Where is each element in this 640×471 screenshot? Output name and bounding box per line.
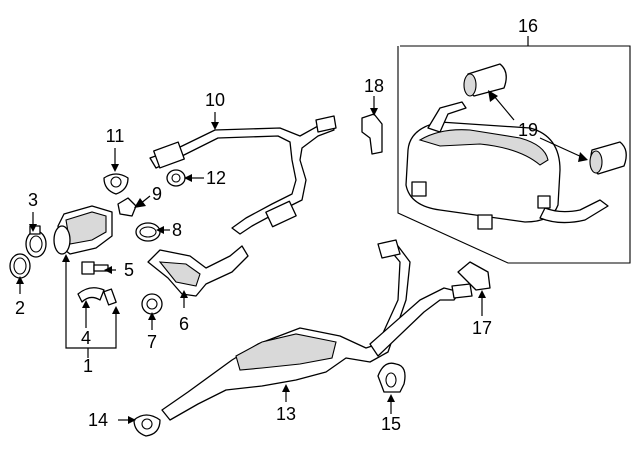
- muffler-hanger-bottom: [477, 214, 493, 230]
- callout-15: 15: [381, 414, 401, 434]
- center-pipe-rear-flange: [451, 283, 473, 299]
- callout-6: 6: [179, 314, 189, 334]
- callout-13: 13: [276, 404, 296, 424]
- gasket-14[interactable]: [133, 414, 161, 437]
- callout-14: 14: [88, 410, 108, 430]
- gasket-8[interactable]: [135, 222, 161, 242]
- muffler-assembly-group[interactable]: [397, 45, 631, 264]
- exhaust-tip-upper[interactable]: [463, 63, 507, 97]
- leader-lines: [16, 36, 588, 424]
- gasket-2[interactable]: [9, 253, 31, 279]
- callout-19: 19: [518, 120, 538, 140]
- muffler-hanger-left: [411, 181, 427, 197]
- bracket-9[interactable]: [117, 197, 137, 217]
- center-pipe-rear-branch: [369, 287, 461, 357]
- muffler-hanger-right: [537, 195, 551, 209]
- gasket-3[interactable]: [25, 225, 47, 258]
- gasket-11[interactable]: [103, 173, 129, 195]
- exhaust-tip-lower[interactable]: [589, 141, 627, 175]
- callout-16: 16: [518, 16, 538, 36]
- front-pipe-outlet-flange: [315, 115, 337, 133]
- callout-17: 17: [472, 318, 492, 338]
- muffler-inlet-pipe[interactable]: [427, 101, 467, 133]
- nut-12[interactable]: [166, 169, 186, 187]
- front-pipe-flex-joint: [153, 141, 185, 169]
- catalytic-converter-left[interactable]: [53, 205, 113, 255]
- center-pipe-front-flange: [377, 239, 401, 259]
- muffler-detail-box: [397, 45, 631, 264]
- heat-shield-4[interactable]: [77, 287, 117, 306]
- callout-labels: 1 2 3 4 5 6 7 8 9 10 11 12 13 14 15 16 1…: [15, 16, 538, 434]
- bolt-5[interactable]: [81, 261, 109, 275]
- callout-8: 8: [172, 220, 182, 240]
- hanger-15[interactable]: [377, 362, 406, 393]
- muffler-tail-pipe[interactable]: [539, 199, 609, 224]
- callout-18: 18: [364, 76, 384, 96]
- bracket-18[interactable]: [361, 113, 383, 155]
- gasket-17[interactable]: [457, 261, 491, 291]
- callout-9: 9: [152, 184, 162, 204]
- callout-10: 10: [205, 90, 225, 110]
- callout-5: 5: [124, 260, 134, 280]
- center-pipe-resonator-shade: [235, 333, 337, 371]
- front-pipe[interactable]: [149, 115, 337, 235]
- muffler-top-shade: [418, 129, 549, 166]
- front-pipe-flex-joint-lower: [265, 200, 297, 228]
- callout-4: 4: [81, 328, 91, 348]
- catalytic-converter-right[interactable]: [147, 245, 249, 297]
- callout-3: 3: [28, 190, 38, 210]
- callout-11: 11: [106, 126, 125, 146]
- callout-12: 12: [206, 168, 226, 188]
- gasket-7[interactable]: [141, 293, 163, 315]
- center-pipe[interactable]: [161, 239, 473, 421]
- callout-1: 1: [83, 356, 93, 376]
- callout-2: 2: [15, 298, 25, 318]
- callout-7: 7: [147, 332, 157, 352]
